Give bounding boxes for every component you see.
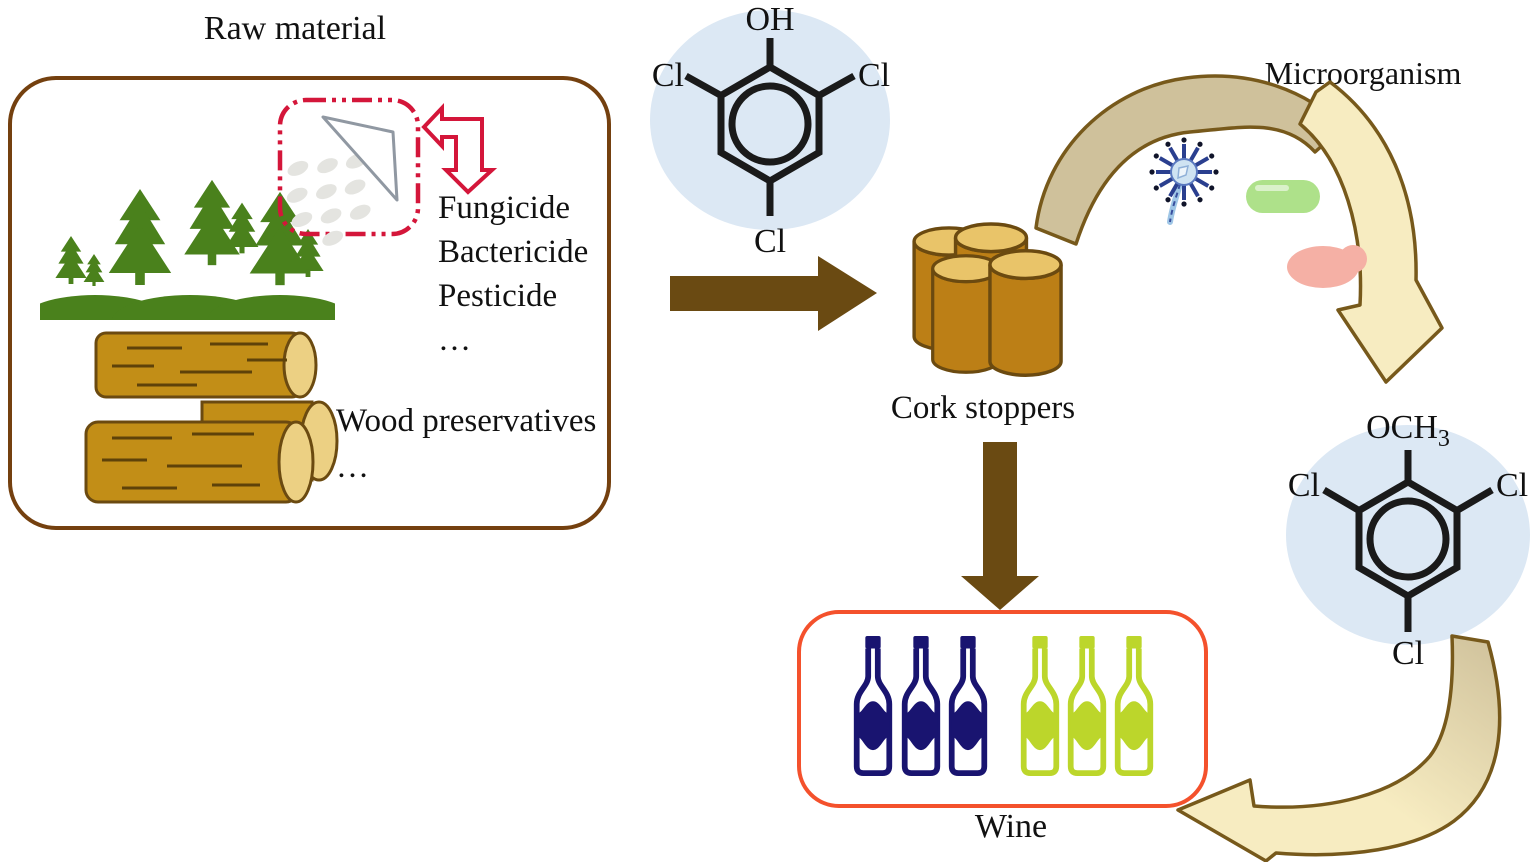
tca-och3-label: OCH3 — [1366, 409, 1450, 452]
wine-bottle-green-1 — [1017, 632, 1063, 780]
cork-stoppers-label: Cork stoppers — [890, 390, 1076, 426]
agents-item: Fungicide — [438, 190, 570, 226]
cork-to-tca-arc-arrow — [1034, 74, 1444, 384]
wine-box — [797, 610, 1208, 808]
wine-bottle-green-3 — [1111, 632, 1157, 780]
tcp-cl-left-label: Cl — [652, 57, 684, 94]
tca-background-circle — [1286, 425, 1530, 645]
agents-item-ellipsis: … — [438, 322, 471, 358]
agents-item: Bactericide — [438, 234, 589, 270]
tca-molecule: OCH3 Cl Cl Cl — [1286, 409, 1530, 672]
agents-list: Fungicide Bactericide Pesticide … — [438, 186, 588, 362]
tcp-cl-bottom-label: Cl — [754, 223, 786, 260]
mold-icon — [1149, 137, 1219, 225]
yeast-icon — [1287, 245, 1367, 288]
tca-cl-left-label: Cl — [1288, 467, 1320, 504]
tca-cl-bottom-label: Cl — [1392, 635, 1424, 672]
tcp-cl-right-label: Cl — [858, 57, 890, 94]
tcp-to-cork-arrow — [670, 256, 877, 331]
tcp-molecule: OH Cl Cl Cl — [650, 1, 890, 260]
wine-bottle-navy-3 — [945, 632, 991, 780]
tca-benzene-ring — [1322, 450, 1494, 632]
tca-cl-right-label: Cl — [1496, 467, 1528, 504]
wine-bottle-green-2 — [1064, 632, 1110, 780]
spray-dashed-box — [277, 97, 421, 246]
forest-icon — [40, 179, 335, 320]
red-bent-arrow-icon — [421, 102, 498, 195]
bacterium-icon — [1246, 180, 1320, 213]
tcp-background-circle — [650, 10, 890, 230]
spray-droplets — [286, 153, 371, 246]
cork-to-wine-arrow — [961, 442, 1039, 610]
tcp-oh-label: OH — [745, 1, 794, 38]
agents-item: Pesticide — [438, 278, 558, 314]
wine-label: Wine — [974, 808, 1048, 845]
spray-nozzle-triangle-icon — [321, 115, 399, 202]
logs-icon — [84, 331, 339, 504]
wine-bottle-navy-2 — [898, 632, 944, 780]
tcp-benzene-ring — [684, 38, 856, 216]
wine-bottle-navy-1 — [850, 632, 896, 780]
wood-preservatives-label: Wood preservatives … — [336, 398, 596, 490]
wood-preservatives-ellipsis: … — [336, 449, 369, 485]
raw-material-label: Raw material — [203, 10, 387, 47]
tca-to-wine-arrow — [1176, 634, 1502, 862]
microorganism-label: Microorganism — [1264, 55, 1462, 91]
